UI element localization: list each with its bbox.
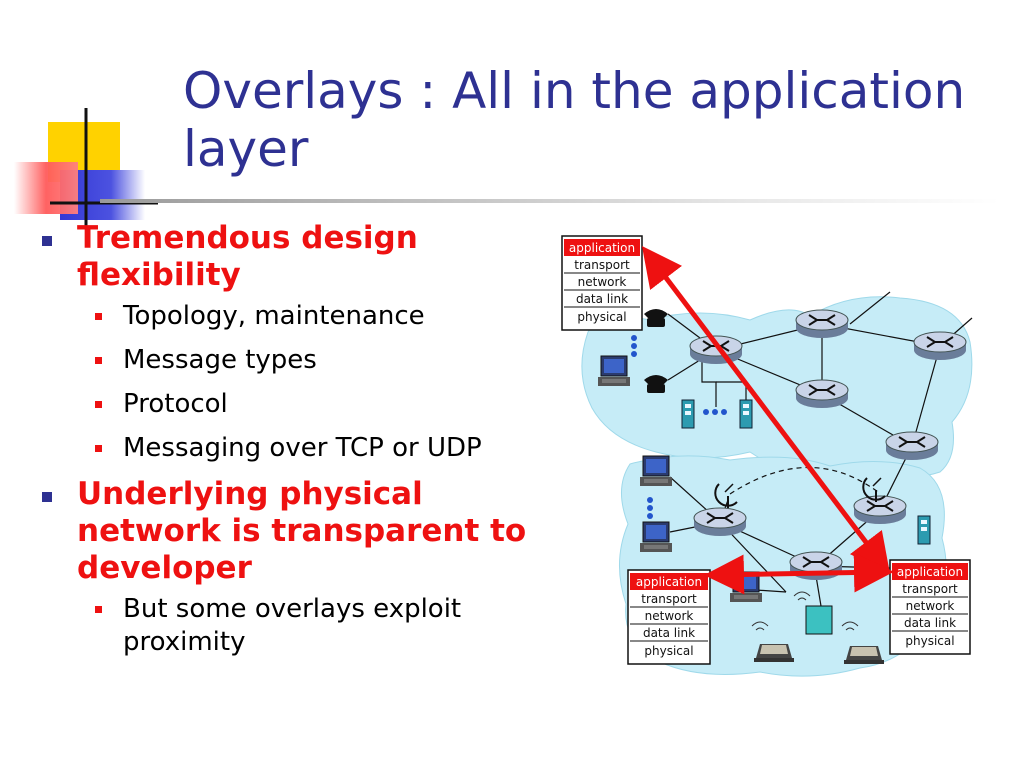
server-icon <box>739 399 753 429</box>
sub-bullet-item: Protocol <box>77 388 562 421</box>
overlay-link-arrow <box>704 552 894 595</box>
stack-layer-label: network <box>906 599 955 613</box>
sub-bullet-list: But some overlays exploit proximity <box>77 593 562 659</box>
bullet-square-icon <box>42 236 52 246</box>
laptop-icon <box>754 644 794 662</box>
access-point-icon <box>805 605 833 635</box>
computer-icon <box>639 455 673 487</box>
sub-bullet-square-icon <box>95 357 102 364</box>
sub-bullet-item: Topology, maintenance <box>77 300 562 333</box>
server-icon <box>917 515 931 545</box>
protocol-stack-bottom-left: application transport network data link … <box>627 569 711 665</box>
bullet-item: Tremendous design flexibility Topology, … <box>42 220 562 465</box>
stack-layer-label: data link <box>904 616 956 630</box>
sub-bullet-square-icon <box>95 401 102 408</box>
bullet-list: Tremendous design flexibility Topology, … <box>42 220 562 670</box>
stack-layer-label: data link <box>576 292 628 306</box>
router-icon <box>795 309 849 339</box>
sub-bullet-item: Message types <box>77 344 562 377</box>
bullet-square-icon <box>42 492 52 502</box>
stack-layer-label: network <box>645 609 694 623</box>
computer-icon <box>597 355 631 387</box>
bullet-text: Underlying physical network is transpare… <box>77 476 527 586</box>
stack-layer-label: application <box>569 241 635 255</box>
stack-layer-application <box>630 573 708 590</box>
protocol-stack-top: application transport network data link … <box>561 235 643 331</box>
bullet-text: Tremendous design flexibility <box>77 220 418 293</box>
server-icon <box>681 399 695 429</box>
sub-bullet-square-icon <box>95 313 102 320</box>
sub-bullet-text: But some overlays exploit proximity <box>123 594 462 657</box>
stack-layer-application <box>892 563 968 580</box>
sub-bullet-text: Messaging over TCP or UDP <box>123 433 482 463</box>
sub-bullet-item: Messaging over TCP or UDP <box>77 432 562 465</box>
stack-layer-label: network <box>578 275 627 289</box>
computer-icon <box>639 521 673 553</box>
stack-layer-label: physical <box>905 634 954 648</box>
stack-layer-label: data link <box>643 626 695 640</box>
sub-bullet-list: Topology, maintenance Message types Prot… <box>77 300 562 465</box>
protocol-stack-bottom-right: application transport network data link … <box>889 559 971 655</box>
stack-layer-label: application <box>636 575 702 589</box>
title-divider <box>100 199 1000 203</box>
sub-bullet-text: Message types <box>123 345 317 375</box>
laptop-icon <box>844 646 884 664</box>
bullet-item: Underlying physical network is transpare… <box>42 476 562 659</box>
router-icon <box>853 495 907 525</box>
stack-layer-application <box>564 239 640 256</box>
stack-layer-label: transport <box>574 258 630 272</box>
stack-layer-label: application <box>897 565 963 579</box>
network-diagram: application transport network data link … <box>561 235 973 677</box>
sub-bullet-text: Topology, maintenance <box>123 301 425 331</box>
overlay-link-arrow <box>641 246 891 574</box>
stack-layer-label: physical <box>644 644 693 658</box>
decorative-squares <box>14 108 158 226</box>
sub-bullet-text: Protocol <box>123 389 228 419</box>
sub-bullet-item: But some overlays exploit proximity <box>77 593 562 659</box>
router-icon <box>913 331 967 361</box>
stack-layer-label: physical <box>577 310 626 324</box>
router-icon <box>693 507 747 537</box>
router-icon <box>885 431 939 461</box>
sub-bullet-square-icon <box>95 606 102 613</box>
sub-bullet-square-icon <box>95 445 102 452</box>
stack-layer-label: transport <box>641 592 697 606</box>
router-icon <box>795 379 849 409</box>
stack-layer-label: transport <box>902 582 958 596</box>
slide-title: Overlays : All in the application layer <box>183 62 966 178</box>
